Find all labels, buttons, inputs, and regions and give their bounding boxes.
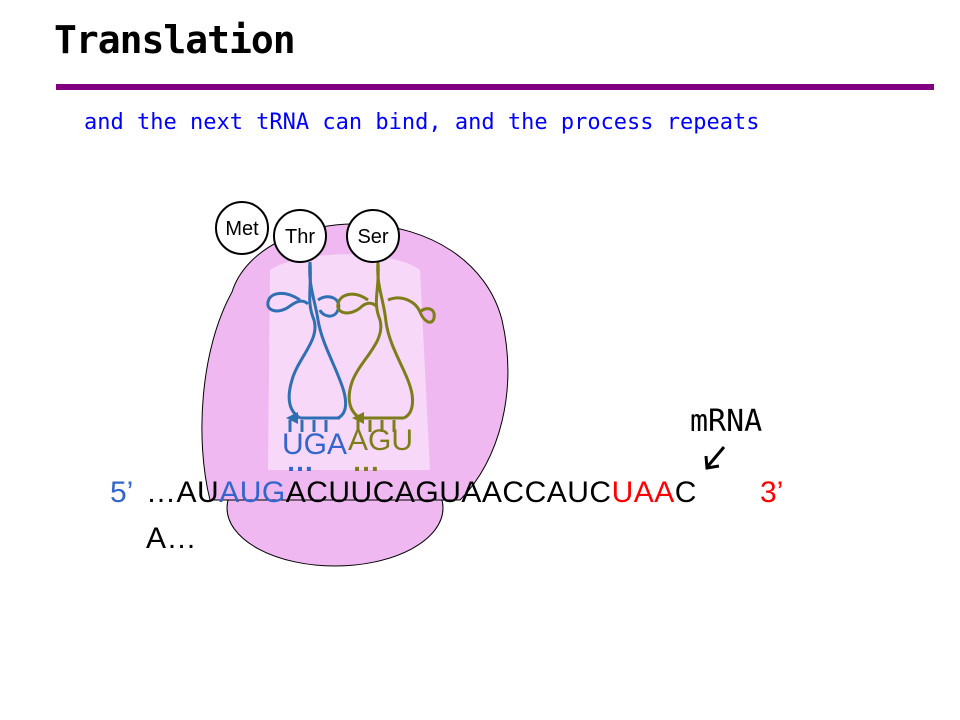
met-circle [215,201,269,255]
mrna-seq-prefix: …AU [146,476,220,509]
title-divider [56,84,934,90]
ser-label: Ser [357,226,388,248]
five-prime-label: 5’ [110,476,134,509]
trna-2-arrowhead [352,412,364,424]
mrna-label: mRNA [690,404,763,439]
trna-1-anticodon: UGA [282,428,348,461]
thr-circle [273,209,327,263]
trna-1-pairing-dots: … [286,446,314,477]
trna-2-pairing-dots: … [352,446,380,477]
mrna-seq-end: C [674,476,697,509]
trna-1 [266,261,348,432]
three-prime-label: 3’ [760,476,784,509]
mrna-seq-middle: ACUUCAGUAACCAUC [285,476,612,509]
trna-2-anticodon: AGU [348,424,414,457]
mrna-pointer-arrow-icon [704,446,726,470]
page-title: Translation [54,18,296,62]
trna-2 [336,261,436,432]
mrna-sequence-line2: A… [146,522,198,555]
start-codon: AUG [219,476,286,509]
trna-1-arrowhead [286,412,298,424]
stop-codon: UAA [611,476,675,509]
mrna-sequence: …AUAUGACUUCAGUAACCAUCUAAC [146,476,697,510]
met-label: Met [225,218,259,240]
subtitle: and the next tRNA can bind, and the proc… [84,110,760,135]
ribosome-channel [268,254,430,470]
thr-label: Thr [285,226,315,248]
ser-circle [346,209,400,263]
